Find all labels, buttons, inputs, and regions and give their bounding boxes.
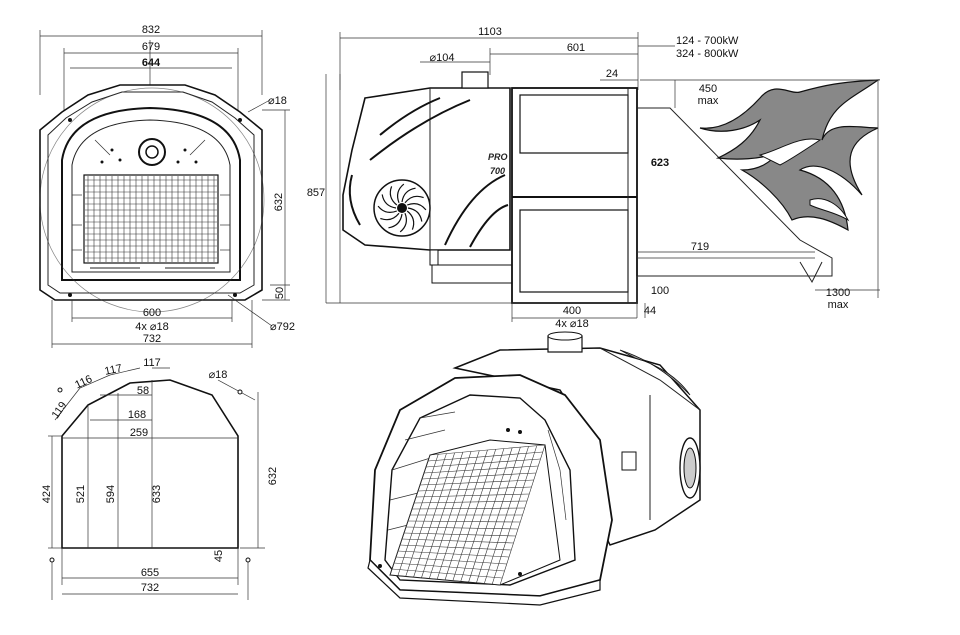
dim-119: 119 — [50, 400, 70, 421]
dim-521: 521 — [75, 485, 87, 503]
dim-594: 594 — [105, 485, 117, 503]
power-2: 324 - 800kW — [676, 48, 739, 60]
dim-104: ⌀104 — [430, 52, 455, 64]
dim-719: 719 — [691, 241, 709, 253]
section-view: 117 117 116 119 58 168 259 ⌀18 424 521 5… — [41, 357, 279, 600]
dim-1300-max: max — [828, 299, 849, 311]
isometric-view — [367, 331, 701, 606]
badge-bottom: 700 — [490, 166, 505, 176]
dim-100: 100 — [651, 285, 669, 297]
dim-679: 679 — [142, 41, 160, 53]
dim-50: 50 — [274, 287, 286, 299]
dim-24: 24 — [606, 68, 618, 80]
dim-1103: 1103 — [478, 26, 502, 38]
dim-601: 601 — [567, 42, 585, 54]
dim-792: ⌀792 — [270, 321, 295, 333]
dim-phi18-section: ⌀18 — [209, 369, 228, 381]
dim-168: 168 — [128, 409, 146, 421]
dim-633: 633 — [151, 485, 163, 503]
dim-117a: 117 — [143, 357, 161, 369]
badge-top: PRO — [488, 152, 508, 162]
dim-832: 832 — [142, 24, 160, 36]
dim-44: 44 — [644, 305, 656, 317]
dim-623: 623 — [651, 157, 669, 169]
dim-857: 857 — [307, 187, 325, 199]
dim-400: 400 — [563, 305, 581, 317]
dim-1300: 1300 — [826, 287, 850, 299]
front-view: 832 679 644 ⌀18 632 50 600 4x ⌀18 ⌀792 7… — [39, 24, 295, 348]
dim-655: 655 — [141, 567, 159, 579]
dim-phi18: ⌀18 — [268, 95, 287, 107]
dim-117b: 117 — [104, 362, 124, 377]
dim-632: 632 — [273, 193, 285, 211]
dim-58: 58 — [137, 385, 149, 397]
side-view: PRO 700 1103 ⌀104 601 — [307, 26, 881, 330]
dim-632-section: 632 — [267, 467, 279, 485]
dim-644: 644 — [142, 57, 161, 69]
dim-45: 45 — [213, 550, 225, 562]
dim-732: 732 — [143, 333, 161, 345]
dim-424: 424 — [41, 485, 53, 503]
dim-450: 450 — [699, 83, 717, 95]
dim-4x18-side: 4x ⌀18 — [555, 318, 589, 330]
dim-4x18: 4x ⌀18 — [135, 321, 169, 333]
dim-259: 259 — [130, 427, 148, 439]
dim-600: 600 — [143, 307, 161, 319]
dim-116: 116 — [73, 373, 94, 391]
power-1: 124 - 700kW — [676, 35, 739, 47]
dim-732-section: 732 — [141, 582, 159, 594]
dim-450-max: max — [698, 95, 719, 107]
